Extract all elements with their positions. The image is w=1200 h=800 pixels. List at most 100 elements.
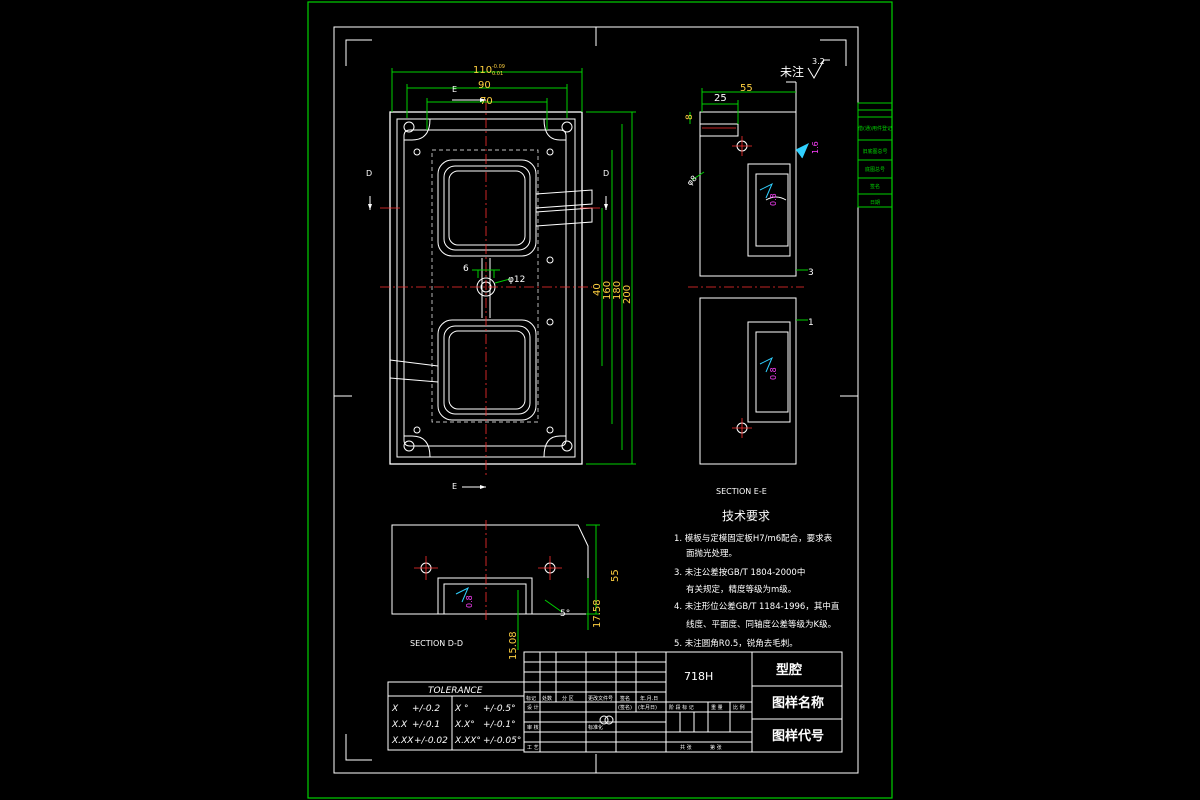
tb-scale-label: 比 例 (733, 704, 745, 711)
dim-5deg: 5° (560, 609, 570, 619)
tol-r2-c0: X.XX (391, 736, 414, 746)
side-tag-0: 借(通)用件登记 (858, 125, 892, 132)
corner-bracket-tl (345, 39, 372, 66)
roughness-0-8-dd: 0.8 (465, 595, 474, 608)
tol-r0-c2: X ° (454, 704, 469, 714)
tb-row-design: 设 计 (527, 704, 539, 711)
drawing-name-label: 图样名称 (772, 695, 824, 711)
dim-3: 3 (808, 268, 814, 278)
roughness-1-6: 1.6 (811, 141, 820, 154)
section-dd-dimensions: 55 17.58 15.08 5° SECTION D-D (410, 524, 621, 660)
tol-r2-c3: +/-0.05° (483, 736, 521, 746)
tb-row-process: 工 艺 (527, 745, 539, 751)
dim-8: 8 (685, 114, 695, 120)
dim-110-tol-upper: -0.09 (492, 64, 505, 70)
side-tag-1: 旧底图总号 (862, 148, 887, 155)
technical-requirements: 技术要求 1. 模板与定模固定板H7/m6配合，要求表 面抛光处理。 3. 未注… (674, 509, 840, 649)
section-dd-view: 0.8 (391, 520, 589, 620)
tech-item-4: 4. 未注形位公差GB/T 1184-1996，其中直 (674, 601, 840, 612)
title-block: 718H 型腔 图样名称 图样代号 标记 处数 分 区 更改文件号 签名 年.月… (523, 651, 843, 753)
dim-phi12: φ12 (508, 275, 525, 285)
tol-r1-c2: X.X° (454, 720, 475, 730)
tb-weight-label: 重 量 (711, 704, 723, 711)
dim-40: 40 (592, 283, 603, 296)
bolt-hole-tl (403, 121, 415, 133)
dim-17-58: 17.58 (592, 599, 603, 628)
dim-110-tol-lower: 0.01 (492, 71, 503, 77)
bolt-hole-br (561, 440, 573, 452)
front-view (380, 100, 600, 476)
section-mark-e-bottom: E (452, 482, 457, 491)
tol-r2-c1: +/-0.02 (414, 736, 448, 746)
tol-r1-c3: +/-0.1° (483, 720, 516, 730)
tol-r2-c2: X.XX° (454, 736, 481, 746)
tb-stage-label: 阶 段 标 记 (669, 704, 694, 711)
roughness-0-8-lower: 0.8 (769, 367, 778, 380)
tol-r0-c1: +/-0.2 (412, 704, 440, 714)
dim-180: 180 (612, 281, 623, 300)
tb-header-0: 标记 (526, 695, 536, 702)
drawing-code-label: 图样代号 (772, 728, 824, 744)
dim-6: 6 (463, 264, 469, 274)
dim-15-08: 15.08 (508, 631, 519, 660)
tolerance-table: TOLERANCE X +/-0.2 X ° +/-0.5° X.X +/-0.… (387, 681, 525, 751)
tol-r1-c1: +/-0.1 (412, 720, 440, 730)
tech-item-0: 1. 模板与定模固定板H7/m6配合，要求表 (674, 533, 833, 544)
tech-item-1: 面抛光处理。 (686, 548, 737, 559)
front-dimensions: 110 -0.09 0.01 90 70 6 φ12 40 160 180 20… (366, 64, 636, 491)
tb-header-4: 签名 (620, 695, 630, 702)
section-mark-d-right: D (603, 169, 609, 178)
section-mark-d-left: D (366, 169, 372, 178)
section-ee-view (688, 81, 804, 465)
bolt-hole-bl (403, 440, 415, 452)
side-tag-4: 日期 (870, 200, 880, 206)
bolt-hole-tr (561, 121, 573, 133)
section-mark-e-top: E (452, 85, 457, 94)
material-718h: 718H (684, 670, 713, 683)
tb-total-sheets: 共 张 (680, 744, 692, 751)
roughness-note-label: 未注 (780, 64, 804, 79)
tol-r0-c3: +/-0.5° (483, 704, 516, 714)
section-ee-title: SECTION E-E (716, 487, 767, 496)
tolerance-title: TOLERANCE (428, 686, 483, 696)
section-ee-dimensions: 55 25 8 φ8 3 1 1.6 0.8 0.8 未注 3.2 SECTIO… (685, 57, 830, 496)
dim-160: 160 (602, 281, 613, 300)
dim-55-dd: 55 (610, 569, 621, 582)
tech-item-3: 有关规定，精度等级为m级。 (686, 584, 796, 595)
tech-item-6: 5. 未注圆角R0.5，锐角去毛刺。 (674, 638, 798, 649)
tb-row-review: 审 核 (527, 724, 539, 731)
tb-sheet-no: 第 张 (710, 744, 722, 751)
tb-std-label: 标准化 (588, 724, 603, 731)
section-dd-title: SECTION D-D (410, 639, 463, 648)
tb-std-date: (年月日) (638, 704, 657, 711)
tb-std-sign: (签名) (618, 704, 632, 711)
side-tag-3: 签名 (870, 183, 880, 190)
dim-25: 25 (714, 93, 727, 104)
outer-frame (307, 1, 893, 799)
dim-70: 70 (480, 96, 493, 107)
tech-title: 技术要求 (722, 509, 770, 523)
dim-110: 110 (473, 65, 492, 76)
tech-item-5: 线度、平面度、同轴度公差等级为K级。 (686, 619, 836, 630)
tol-r1-c0: X.X (391, 720, 408, 730)
dim-200: 200 (622, 285, 633, 304)
tech-item-2: 3. 未注公差按GB/T 1804-2000中 (674, 567, 805, 578)
tb-header-1: 处数 (542, 695, 552, 702)
dim-55-ee: 55 (740, 83, 753, 94)
part-name: 型腔 (776, 662, 802, 678)
tb-header-2: 分 区 (562, 695, 574, 702)
tb-header-5: 年.月.日 (640, 695, 658, 702)
side-tag-2: 底图总号 (865, 166, 885, 173)
dim-90: 90 (478, 80, 491, 91)
tb-header-3: 更改文件号 (588, 695, 613, 702)
corner-bracket-tr (820, 39, 847, 66)
corner-bracket-bl (345, 734, 372, 761)
tol-r0-c0: X (391, 704, 399, 714)
dim-phi8: φ8 (685, 174, 699, 188)
dim-1: 1 (808, 318, 814, 328)
roughness-0-8-upper: 0.8 (769, 193, 778, 206)
side-tag-box: 借(通)用件登记 旧底图总号 底图总号 签名 日期 (857, 102, 893, 208)
roughness-note-value: 3.2 (812, 57, 825, 66)
inner-frame (333, 26, 859, 774)
